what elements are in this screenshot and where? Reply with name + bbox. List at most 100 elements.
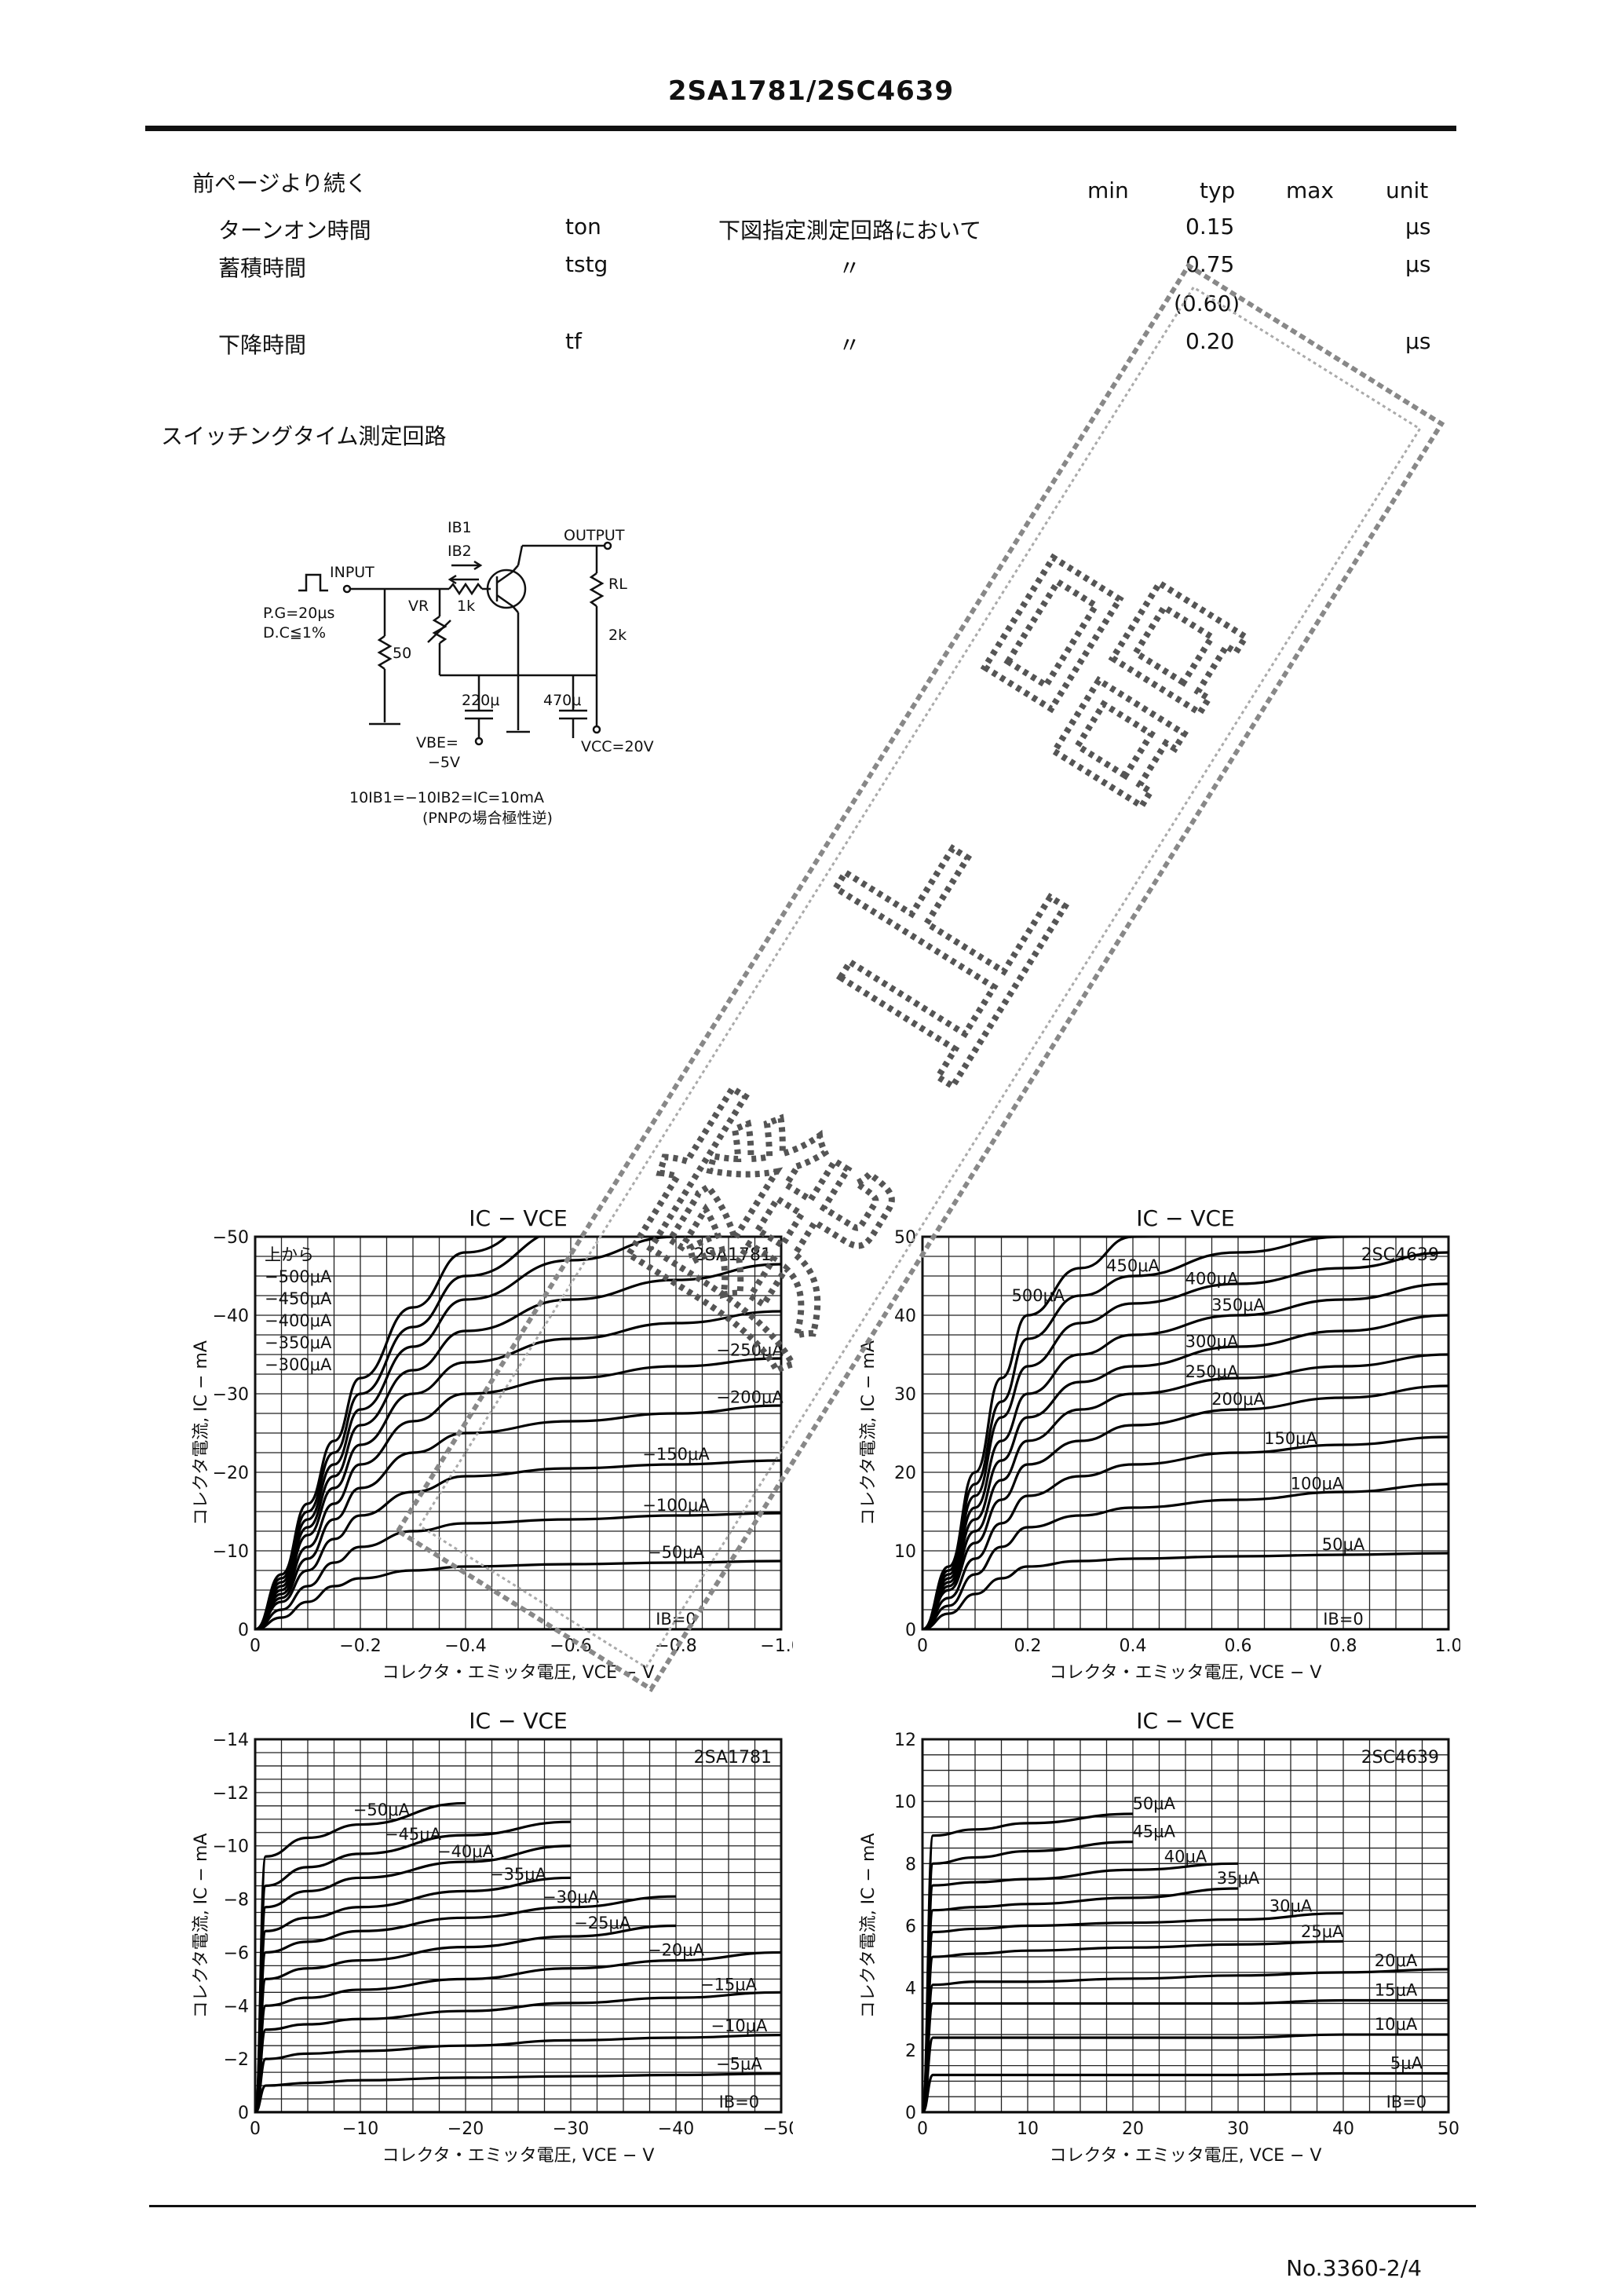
row-tstg-symbol: tstg <box>565 251 608 277</box>
x-tick-label: 30 <box>1227 2119 1249 2139</box>
label-2k: 2k <box>608 627 627 644</box>
x-axis-label: コレクタ・エミッタ電圧, VCE − V <box>1050 1663 1322 1683</box>
col-max: max <box>1286 177 1335 203</box>
chart-title: IC − VCE <box>469 1708 567 1734</box>
y-tick-label: 2 <box>905 2042 916 2061</box>
series-curve <box>255 1237 696 1629</box>
y-tick-label: 4 <box>905 1980 916 1999</box>
y-tick-label: −20 <box>213 1464 249 1483</box>
row-tf-name: 下降時間 <box>218 332 307 358</box>
curve-label: −50μA <box>353 1801 411 1819</box>
chart-title: IC − VCE <box>1136 1205 1234 1231</box>
series-curve <box>922 1282 1448 1629</box>
chart-title: IC − VCE <box>1136 1708 1234 1734</box>
y-tick-label: 0 <box>238 2104 249 2123</box>
x-tick-label: 40 <box>1332 2119 1354 2139</box>
row-tstg-name: 蓄積時間 <box>218 255 307 281</box>
label-input: INPUT <box>330 564 374 581</box>
x-tick-label: 0.6 <box>1225 1636 1252 1656</box>
label-vbe-value: −5V <box>428 754 460 771</box>
y-axis-label: コレクタ電流, IC − mA <box>192 1834 211 2019</box>
curve-label: 50μA <box>1133 1794 1176 1813</box>
y-tick-label: −2 <box>224 2050 249 2070</box>
row-tf-condition: 〃 <box>838 332 861 358</box>
x-tick-label: −0.2 <box>339 1636 381 1656</box>
curve-label: −5μA <box>716 2054 762 2073</box>
label-1k: 1k <box>457 598 475 615</box>
series-curve <box>922 1353 1448 1629</box>
curve-label: −10μA <box>711 2016 768 2035</box>
x-tick-label: 0.2 <box>1014 1636 1042 1656</box>
row-ton-symbol: ton <box>565 214 601 239</box>
row-tf-symbol: tf <box>565 328 582 354</box>
row-ton-typ: 0.15 <box>1185 214 1235 239</box>
series-curve <box>922 1483 1448 1629</box>
series-curve <box>922 1968 1448 2112</box>
x-tick-label: 0 <box>917 2119 928 2139</box>
page-number: No.3360-2/4 <box>1286 2255 1422 2281</box>
y-tick-label: 8 <box>905 1855 916 1874</box>
x-tick-label: −10 <box>342 2119 378 2139</box>
legend-entry: −400μA <box>265 1311 332 1330</box>
series-curve <box>255 1991 781 2112</box>
y-tick-label: −8 <box>224 1891 249 1910</box>
curve-label: −150μA <box>642 1445 710 1464</box>
device-label: 2SC4639 <box>1361 1748 1439 1768</box>
legend-entry: −350μA <box>265 1333 332 1352</box>
label-ib1: IB1 <box>448 519 472 536</box>
series-curve <box>255 1237 509 1629</box>
series-curve <box>255 1263 781 1629</box>
x-tick-label: −1.0 <box>760 1636 793 1656</box>
curve-label: −35μA <box>490 1865 547 1884</box>
y-tick-label: 30 <box>894 1385 916 1405</box>
curve-label: 35μA <box>1217 1869 1260 1888</box>
x-axis-label: コレクタ・エミッタ電圧, VCE − V <box>1050 2146 1322 2166</box>
footer-rule <box>149 2205 1476 2207</box>
x-axis-label: コレクタ・エミッタ電圧, VCE − V <box>382 1663 655 1683</box>
curve-label: −40μA <box>437 1842 495 1861</box>
row-tstg-typ: 0.75 <box>1185 251 1235 277</box>
x-tick-label: 0.8 <box>1330 1636 1357 1656</box>
curve-label: 5μA <box>1390 2054 1423 2073</box>
curve-label: −250μA <box>716 1341 784 1360</box>
curve-label: −15μA <box>700 1976 758 1994</box>
col-unit: unit <box>1386 177 1429 203</box>
label-pulse-width: P.G=20μs <box>263 605 334 622</box>
series-curve <box>922 1435 1448 1629</box>
col-min: min <box>1087 177 1129 203</box>
chart-ic-vce-2sa1781-high: IC − VCE0−10−20−30−40−500−2−4−6−8−10−12−… <box>192 1708 793 2166</box>
legend-entry: −300μA <box>265 1355 332 1374</box>
y-tick-label: −6 <box>224 1943 249 1963</box>
series-curve <box>922 1314 1448 1629</box>
curve-label: 300μA <box>1185 1332 1239 1351</box>
series-curve <box>255 1951 781 2112</box>
label-pnp-note: (PNPの場合極性逆) <box>422 810 553 827</box>
y-tick-label: 40 <box>894 1307 916 1326</box>
label-output: OUTPUT <box>564 527 625 544</box>
curve-label: IB=0 <box>1386 2093 1427 2111</box>
row-tf-unit: μs <box>1405 328 1431 354</box>
label-220u: 220μ <box>462 692 499 709</box>
y-tick-label: −14 <box>213 1731 249 1750</box>
y-tick-label: 0 <box>905 1621 916 1640</box>
row-tstg-condition: 〃 <box>838 255 861 281</box>
y-tick-label: −30 <box>213 1385 249 1405</box>
curve-label: 25μA <box>1301 1922 1344 1941</box>
label-ib2: IB2 <box>448 543 472 560</box>
device-label: 2SC4639 <box>1361 1245 1439 1265</box>
label-ib-equation: 10IB1=−10IB2=IC=10mA <box>349 789 544 806</box>
device-label: 2SA1781 <box>694 1748 772 1768</box>
curve-label: 500μA <box>1011 1286 1065 1305</box>
series-curve <box>255 1512 781 1629</box>
curve-label: −30μA <box>542 1888 600 1907</box>
y-tick-label: 20 <box>894 1464 916 1483</box>
y-tick-label: 0 <box>905 2104 916 2123</box>
series-curve <box>255 1404 781 1629</box>
curve-label: 100μA <box>1291 1475 1344 1493</box>
row-tstg-typ2: (0.60) <box>1174 291 1240 316</box>
series-curve <box>922 2033 1448 2112</box>
y-tick-label: 6 <box>905 1918 916 1937</box>
curve-label: IB=0 <box>1323 1610 1364 1629</box>
x-tick-label: 0 <box>250 2119 261 2139</box>
y-tick-label: −40 <box>213 1307 249 1326</box>
